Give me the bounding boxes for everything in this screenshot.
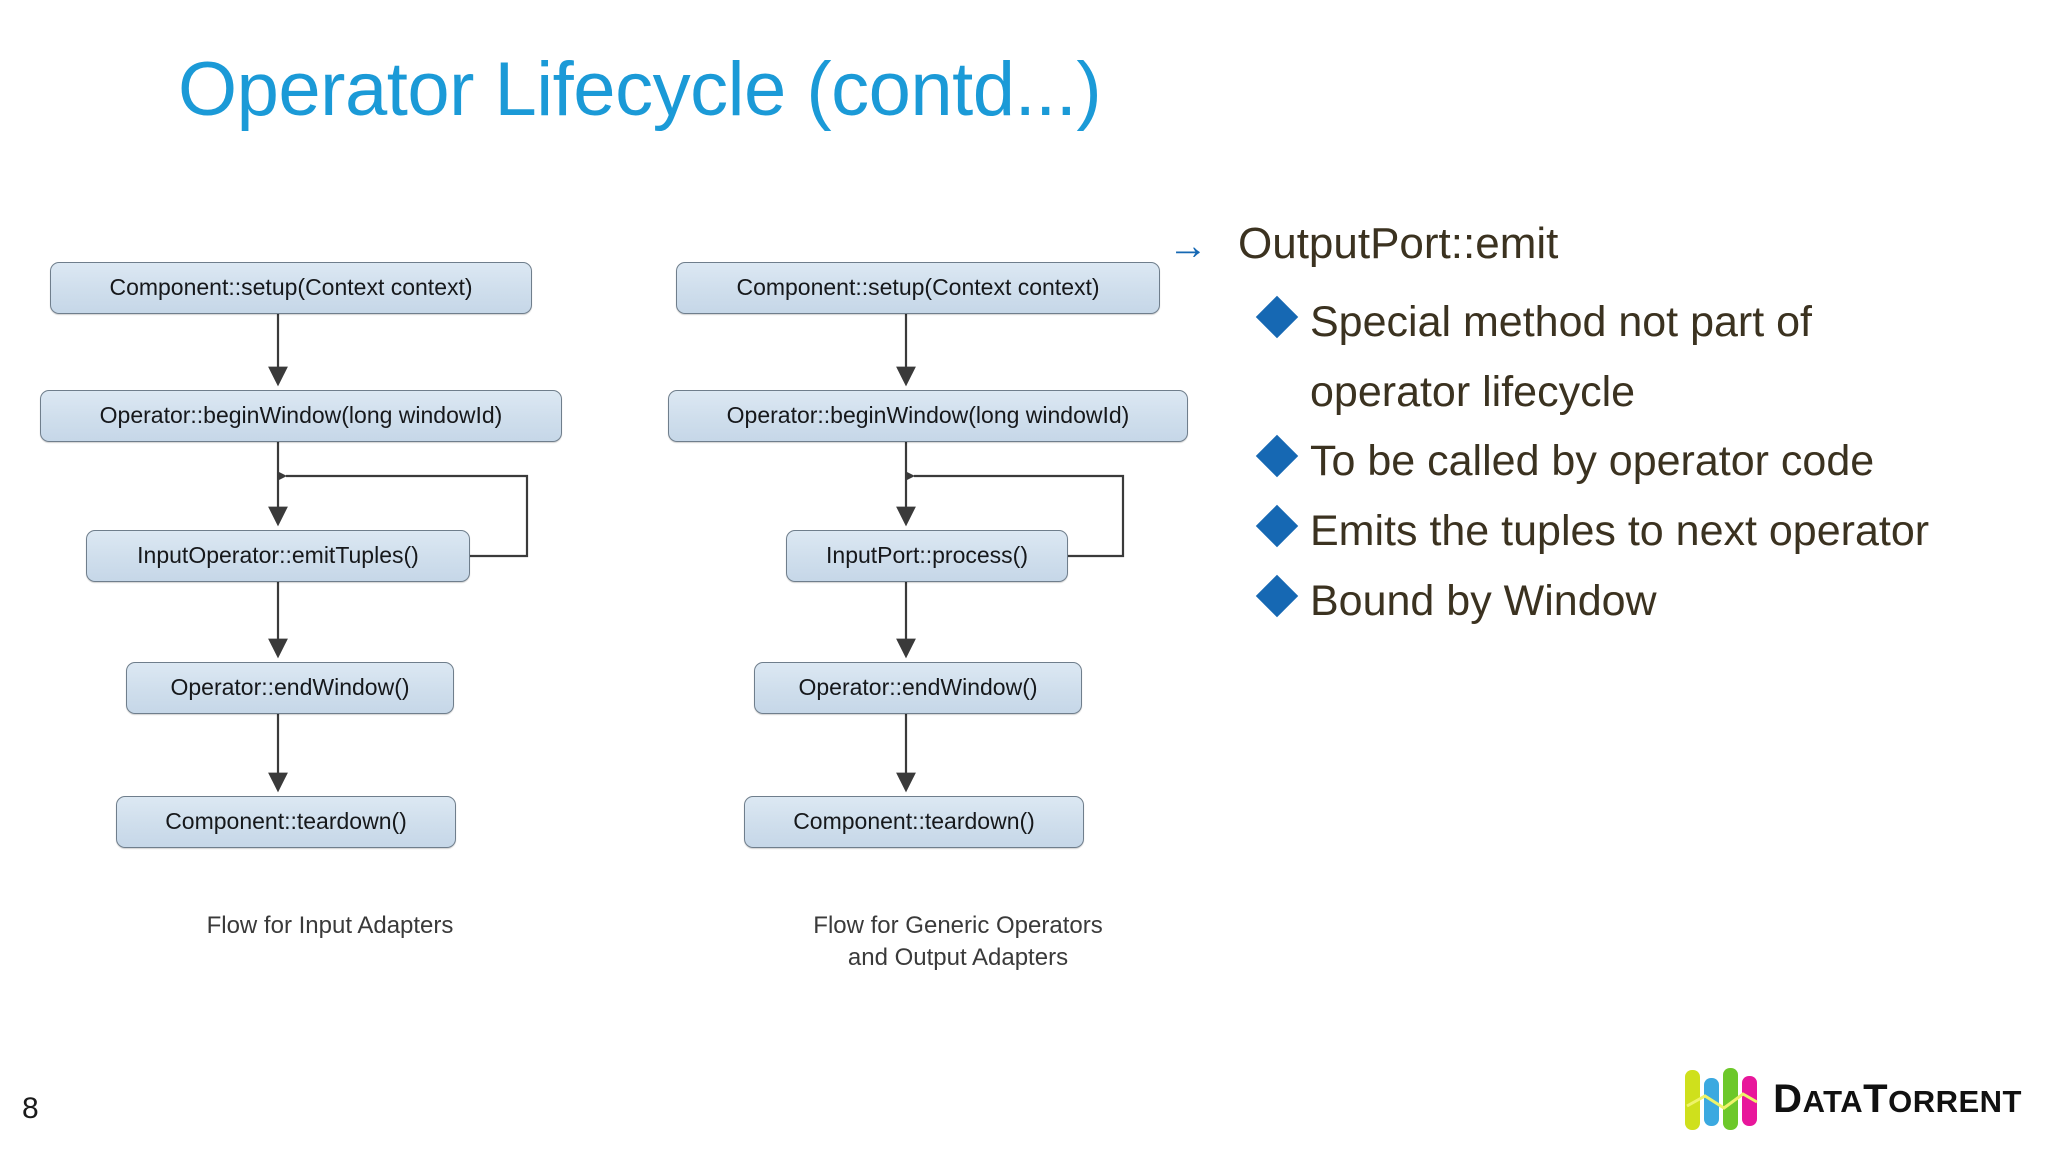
- arrow-right-icon: →: [1168, 224, 1208, 268]
- logo-bar-1: [1685, 1070, 1701, 1130]
- bullet-level1-output-port-emit: → OutputPort::emit: [1160, 219, 2020, 268]
- flow-caption-line: Flow for Input Adapters: [206, 912, 454, 939]
- bullet-level2-label: Emits the tuples to next operator: [1310, 506, 1930, 555]
- flow-node-end-window: Operator::endWindow(): [126, 662, 454, 714]
- brand-name-lead2: T: [1863, 1076, 1889, 1121]
- flow-diagram-input-adapters: Component::setup(Context context) Operat…: [40, 262, 620, 939]
- logo-bars-icon: [1685, 1066, 1759, 1132]
- bullet-level2-special-method: Special method not part of operator life…: [1160, 288, 2020, 427]
- flow-node-process: InputPort::process(): [786, 530, 1068, 582]
- page-title: Operator Lifecycle (contd...): [178, 47, 1102, 132]
- diamond-bullet-icon: [1255, 435, 1299, 478]
- flow-node-begin-window: Operator::beginWindow(long windowId): [668, 390, 1188, 442]
- brand-name-rest-2: ORRENT: [1888, 1083, 2022, 1119]
- flow-node-teardown: Component::teardown(): [744, 796, 1084, 848]
- flow-caption-input-adapters: Flow for Input Adapters: [40, 910, 620, 942]
- brand-name-rest-1: ATA: [1802, 1083, 1864, 1119]
- bullet-level1-label: OutputPort::emit: [1238, 219, 1559, 268]
- bullet-level2-called-by-operator-code: To be called by operator code: [1160, 427, 2020, 497]
- logo-bar-2: [1704, 1078, 1720, 1126]
- flow-node-setup: Component::setup(Context context): [676, 262, 1160, 314]
- flow-node-emit-tuples: InputOperator::emitTuples(): [86, 530, 470, 582]
- bullet-level2-label: Special method not part of operator life…: [1310, 298, 1812, 416]
- diamond-bullet-icon: [1255, 504, 1299, 548]
- datatorrent-logo: DATATORRENT: [1685, 1066, 2022, 1132]
- flow-caption-line-2: and Output Adapters: [847, 944, 1069, 972]
- diamond-bullet-icon: [1255, 574, 1299, 617]
- bullet-list: → OutputPort::emit Special method not pa…: [1160, 222, 2020, 636]
- page-number: 8: [22, 1092, 39, 1125]
- flow-node-teardown: Component::teardown(): [116, 796, 456, 848]
- flow-node-setup: Component::setup(Context context): [50, 262, 532, 314]
- diamond-bullet-icon: [1255, 295, 1299, 339]
- bullet-level2-label: To be called by operator code: [1310, 437, 1875, 486]
- flow-node-begin-window: Operator::beginWindow(long windowId): [40, 390, 562, 442]
- bullet-level2-bound-by-window: Bound by Window: [1160, 567, 2020, 637]
- flow-diagram-generic-operators: Component::setup(Context context) Operat…: [668, 262, 1248, 971]
- bullet-level2-emits-tuples: Emits the tuples to next operator: [1160, 497, 2020, 567]
- flow-node-end-window: Operator::endWindow(): [754, 662, 1082, 714]
- logo-zigzag-icon: [1686, 1092, 1758, 1110]
- logo-bar-4: [1742, 1076, 1758, 1126]
- flow-caption-line-1: Flow for Generic Operators: [813, 912, 1103, 939]
- bullet-level2-label: Bound by Window: [1310, 576, 1657, 625]
- flow-caption-generic-operators: Flow for Generic Operators and Output Ad…: [668, 910, 1248, 975]
- brand-name-lead: D: [1773, 1076, 1803, 1121]
- logo-bar-3: [1723, 1068, 1739, 1130]
- brand-name: DATATORRENT: [1773, 1077, 2022, 1122]
